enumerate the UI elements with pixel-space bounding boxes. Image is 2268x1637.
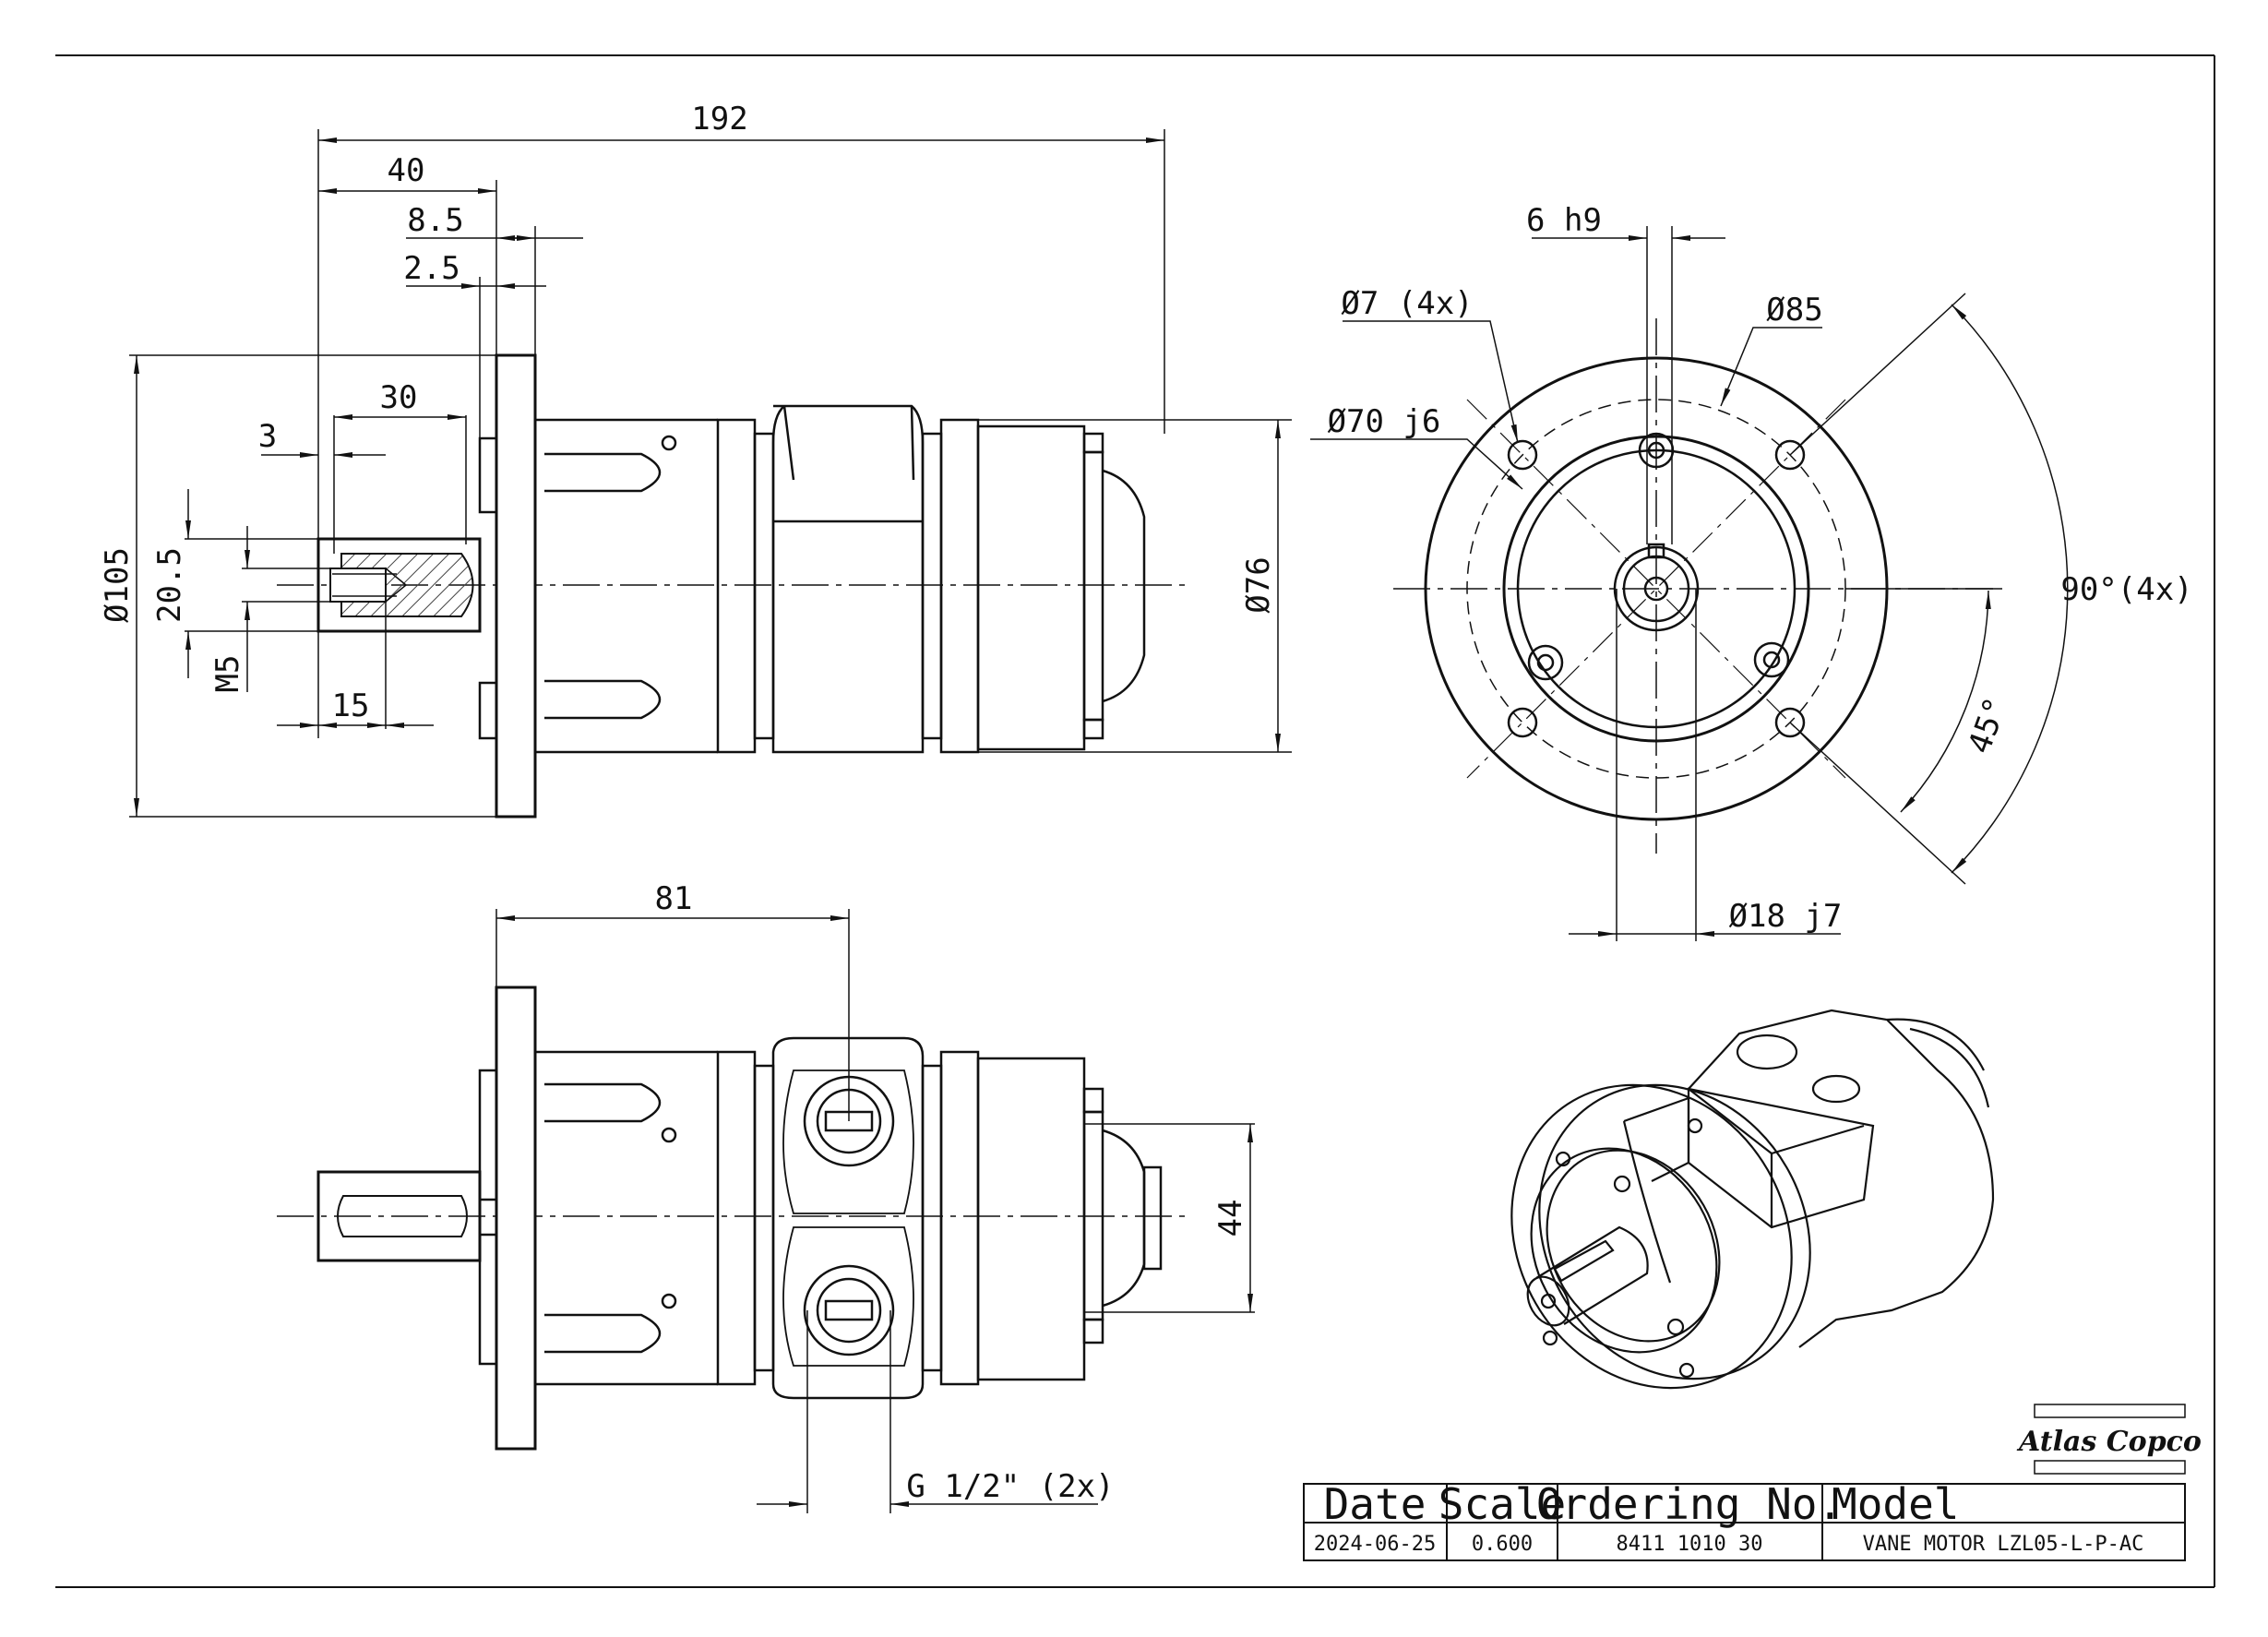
dim-8-5: 8.5 [407,202,463,239]
atlas-copco-logo: Atlas Copco [2016,1404,2202,1475]
dim-m5: M5 [209,655,246,693]
dim-40: 40 [388,152,425,189]
dim-76: Ø76 [1240,556,1277,613]
dim-44: 44 [1212,1200,1249,1237]
top-view-labels: 81 44 G 1/2" (2x) [655,880,1249,1505]
header-scale: Scale [1438,1479,1566,1529]
header-date: Date [1324,1479,1426,1529]
side-view-dimensions [129,129,1292,818]
dim-90deg: 90°(4x) [2060,571,2192,608]
value-scale: 0.600 [1472,1533,1533,1556]
dim-3: 3 [258,418,277,455]
dim-18j7: Ø18 j7 [1729,898,1843,935]
dim-105: Ø105 [99,547,136,623]
title-block-text: Date Scale Ordering No. Model 2024-06-25… [1314,1479,2144,1556]
dim-15: 15 [332,687,370,724]
title-block [1303,1483,2186,1561]
brand-name: Atlas Copco [2016,1426,2202,1458]
dim-port: G 1/2" (2x) [906,1468,1114,1505]
front-view-dimensions [1310,226,2069,941]
dim-85: Ø85 [1766,292,1822,329]
header-ordering: Ordering No. [1536,1479,1843,1529]
value-model: VANE MOTOR LZL05-L-P-AC [1863,1533,2144,1556]
dim-20-5: 20.5 [151,547,188,623]
header-model: Model [1832,1479,1959,1529]
dim-81: 81 [655,880,693,917]
top-view-dimensions [495,909,1255,1513]
dim-70j6: Ø70 j6 [1328,403,1441,440]
isometric-view [1510,1009,1995,1390]
dim-2-5: 2.5 [403,250,460,287]
top-view [277,986,1190,1451]
side-view [277,353,1190,818]
value-ordering: 8411 1010 30 [1617,1533,1763,1556]
side-view-labels: 192 40 8.5 2.5 30 3 20.5 M5 15 Ø105 Ø76 [99,101,1277,724]
value-date: 2024-06-25 [1314,1533,1436,1556]
dim-hole-7: Ø7 (4x) [1341,285,1473,322]
front-view-labels: 6 h9 Ø7 (4x) Ø85 Ø70 j6 Ø18 j7 90°(4x) 4… [1328,202,2193,935]
dim-6h9: 6 h9 [1526,202,1602,239]
dim-192: 192 [691,101,747,137]
dim-45deg: 45° [1961,693,2015,759]
dim-30: 30 [380,379,418,416]
front-view [1393,318,1993,854]
